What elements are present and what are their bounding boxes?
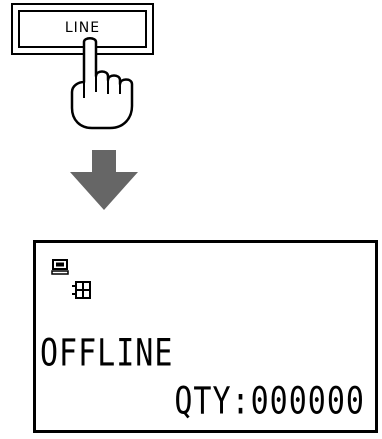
pc-icon bbox=[51, 259, 69, 275]
line-button-face[interactable]: LINE bbox=[18, 10, 147, 48]
quantity-counter: QTY:000000 bbox=[174, 379, 365, 424]
pressing-hand-icon bbox=[70, 37, 134, 130]
line-button-label: LINE bbox=[64, 20, 101, 36]
line-button[interactable]: LINE bbox=[11, 3, 154, 55]
down-arrow-icon bbox=[70, 150, 138, 210]
network-icon bbox=[72, 281, 91, 299]
lcd-display: OFFLINE QTY:000000 bbox=[33, 240, 378, 433]
status-text: OFFLINE bbox=[40, 331, 174, 376]
